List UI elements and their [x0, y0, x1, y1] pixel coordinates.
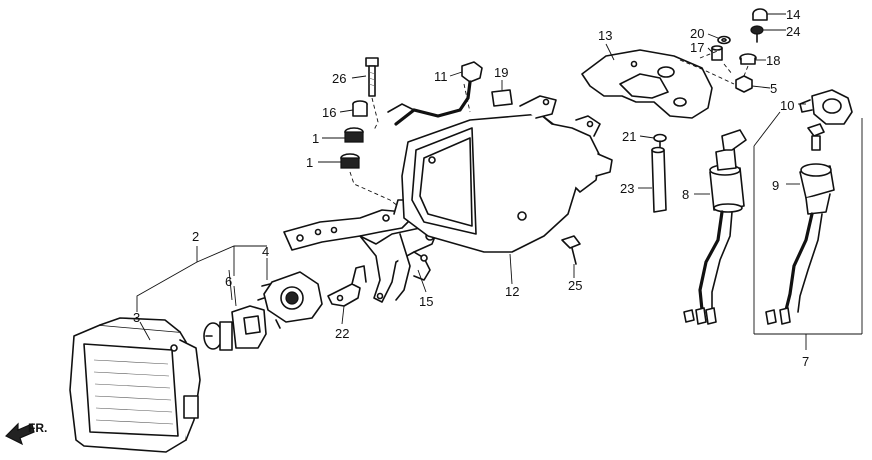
- callout-10: 10: [780, 98, 794, 113]
- front-direction-label: FR.: [28, 421, 47, 435]
- headlight-case: [401, 95, 613, 253]
- callout-16: 16: [322, 105, 336, 120]
- callout-2: 2: [192, 229, 199, 244]
- rubber-mount-1-upper: [344, 127, 364, 143]
- lock-set-cylinder: [765, 163, 835, 325]
- front-direction-arrow-icon: [4, 422, 35, 446]
- wire-harness-cable: [387, 61, 483, 126]
- nut-5: [735, 75, 753, 93]
- steering-lock-10: [799, 89, 853, 125]
- bolt-25: [561, 235, 581, 265]
- callout-22: 22: [335, 326, 349, 341]
- callout-9: 9: [772, 178, 779, 193]
- bulb-socket-cover: [257, 271, 323, 329]
- callout-7: 7: [802, 354, 809, 369]
- callout-19: 19: [494, 65, 508, 80]
- grommet-18: [739, 53, 757, 65]
- headlight-unit: [69, 317, 201, 453]
- callout-6: 6: [225, 274, 232, 289]
- callout-24: 24: [786, 24, 800, 39]
- callout-14-label: 14: [786, 7, 800, 22]
- callout-13: 13: [598, 28, 612, 43]
- top-meter-cover: [581, 49, 713, 119]
- key-9: [807, 123, 825, 151]
- callout-15: 15: [419, 294, 433, 309]
- callout-11: 11: [434, 69, 448, 84]
- rubber-mount-1-lower: [340, 153, 360, 169]
- callout-21: 21: [622, 129, 636, 144]
- leader-lines: [136, 13, 863, 350]
- ignition-switch: [683, 129, 747, 325]
- callout-12: 12: [505, 284, 519, 299]
- mounting-bracket-small: [327, 265, 367, 307]
- headlight-bulb: [203, 305, 267, 351]
- callout-17: 17: [690, 40, 704, 55]
- callout-5: 5: [770, 81, 777, 96]
- callout-8: 8: [682, 187, 689, 202]
- callout-26: 26: [332, 71, 346, 86]
- callout-20: 20: [690, 26, 704, 41]
- washer-20: [717, 35, 731, 45]
- collar-16: [352, 100, 368, 117]
- callout-4: 4: [262, 244, 269, 259]
- screw-24: [750, 25, 764, 43]
- callout-1-upper: 1: [312, 131, 319, 146]
- drain-tube-23: [651, 146, 667, 213]
- callout-23: 23: [620, 181, 634, 196]
- callout-25: 25: [568, 278, 582, 293]
- collar-17: [711, 45, 723, 61]
- caution-label: [491, 89, 513, 107]
- callout-3: 3: [133, 310, 140, 325]
- bolt-26: [365, 57, 379, 97]
- headlight-stay-bracket: [283, 199, 437, 303]
- callout-1-lower: 1: [306, 155, 313, 170]
- cap-nut-14: [752, 8, 768, 21]
- callout-numbers: 14 20 24 13 17 18 19 26 11 5 10 16 1 21 …: [133, 7, 809, 369]
- callout-18: 18: [766, 53, 780, 68]
